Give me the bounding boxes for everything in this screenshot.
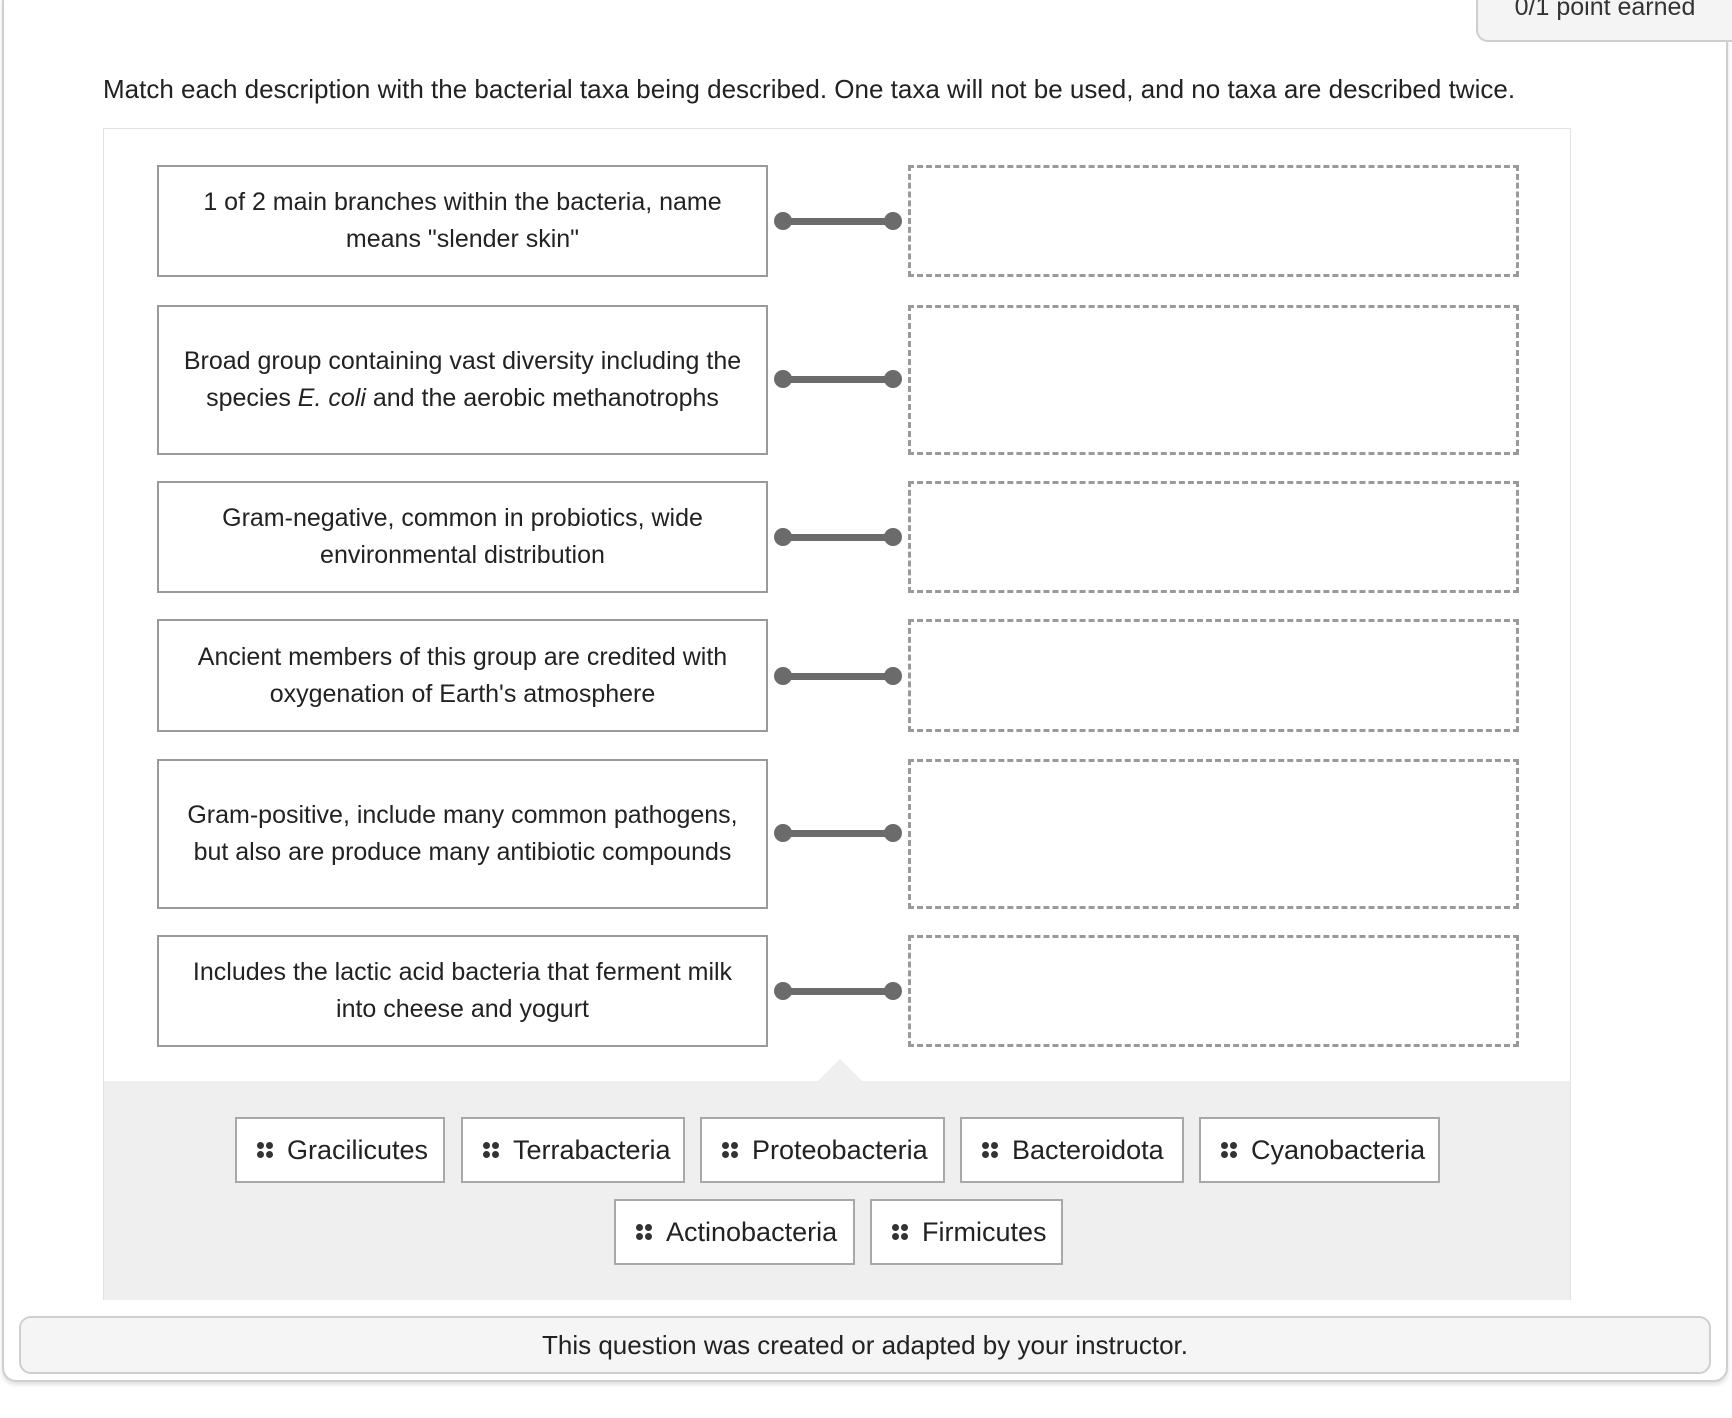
- drop-zone-3[interactable]: [908, 481, 1519, 593]
- choice-label: Terrabacteria: [513, 1134, 671, 1165]
- description-2: Broad group containing vast diversity in…: [157, 305, 768, 455]
- choice-label: Gracilicutes: [287, 1134, 429, 1165]
- description-5: Gram-positive, include many common patho…: [157, 759, 768, 909]
- drop-zone-6[interactable]: [908, 935, 1519, 1047]
- connector: [774, 982, 902, 1000]
- choice-bacteroidota[interactable]: Bacteroidota: [960, 1117, 1184, 1183]
- drop-zone-4[interactable]: [908, 619, 1519, 732]
- choice-label: Proteobacteria: [752, 1134, 928, 1165]
- score-badge: 0/1 point earned: [1476, 0, 1732, 42]
- choice-terrabacteria[interactable]: Terrabacteria: [461, 1117, 685, 1183]
- drag-handle-icon: [636, 1224, 652, 1240]
- choice-cyanobacteria[interactable]: Cyanobacteria: [1199, 1117, 1440, 1183]
- choice-firmicutes[interactable]: Firmicutes: [870, 1199, 1063, 1265]
- choice-label: Actinobacteria: [666, 1216, 838, 1247]
- description-text: Includes the lactic acid bacteria that f…: [192, 958, 733, 1023]
- choice-proteobacteria[interactable]: Proteobacteria: [700, 1117, 945, 1183]
- description-6: Includes the lactic acid bacteria that f…: [157, 935, 768, 1047]
- question-instructions: Match each description with the bacteria…: [103, 74, 1516, 104]
- choice-label: Bacteroidota: [1012, 1134, 1164, 1165]
- connector: [774, 212, 902, 230]
- connector: [774, 528, 902, 546]
- choice-label: Firmicutes: [922, 1216, 1047, 1247]
- drag-handle-icon: [982, 1142, 998, 1158]
- connector: [774, 667, 902, 685]
- connector: [774, 370, 902, 388]
- description-3: Gram-negative, common in probiotics, wid…: [157, 481, 768, 593]
- drop-zone-1[interactable]: [908, 165, 1519, 277]
- connector: [774, 824, 902, 842]
- description-text: Gram-negative, common in probiotics, wid…: [222, 504, 703, 569]
- answer-bank: Gracilicutes Terrabacteria Proteobacteri…: [104, 1059, 1570, 1300]
- choice-actinobacteria[interactable]: Actinobacteria: [614, 1199, 855, 1265]
- drop-zone-5[interactable]: [908, 759, 1519, 909]
- drag-handle-icon: [892, 1224, 908, 1240]
- matching-area: 1 of 2 main branches within the bacteria…: [103, 128, 1571, 1300]
- description-4: Ancient members of this group are credit…: [157, 619, 768, 732]
- description-text: Ancient members of this group are credit…: [197, 642, 728, 708]
- drag-handle-icon: [483, 1142, 499, 1158]
- species-name: E. coli: [297, 384, 366, 412]
- drag-handle-icon: [722, 1142, 738, 1158]
- choice-gracilicutes[interactable]: Gracilicutes: [235, 1117, 445, 1183]
- drag-handle-icon: [257, 1142, 273, 1158]
- choice-label: Cyanobacteria: [1251, 1134, 1426, 1165]
- description-text: Gram-positive, include many common patho…: [187, 801, 738, 866]
- drag-handle-icon: [1221, 1142, 1237, 1158]
- description-text: Broad group containing vast diversity in…: [183, 347, 742, 412]
- drop-zone-2[interactable]: [908, 305, 1519, 455]
- bank-pointer: [818, 1059, 862, 1081]
- description-text: 1 of 2 main branches within the bacteria…: [203, 188, 722, 253]
- description-1: 1 of 2 main branches within the bacteria…: [157, 165, 768, 277]
- instructor-note: This question was created or adapted by …: [19, 1316, 1711, 1374]
